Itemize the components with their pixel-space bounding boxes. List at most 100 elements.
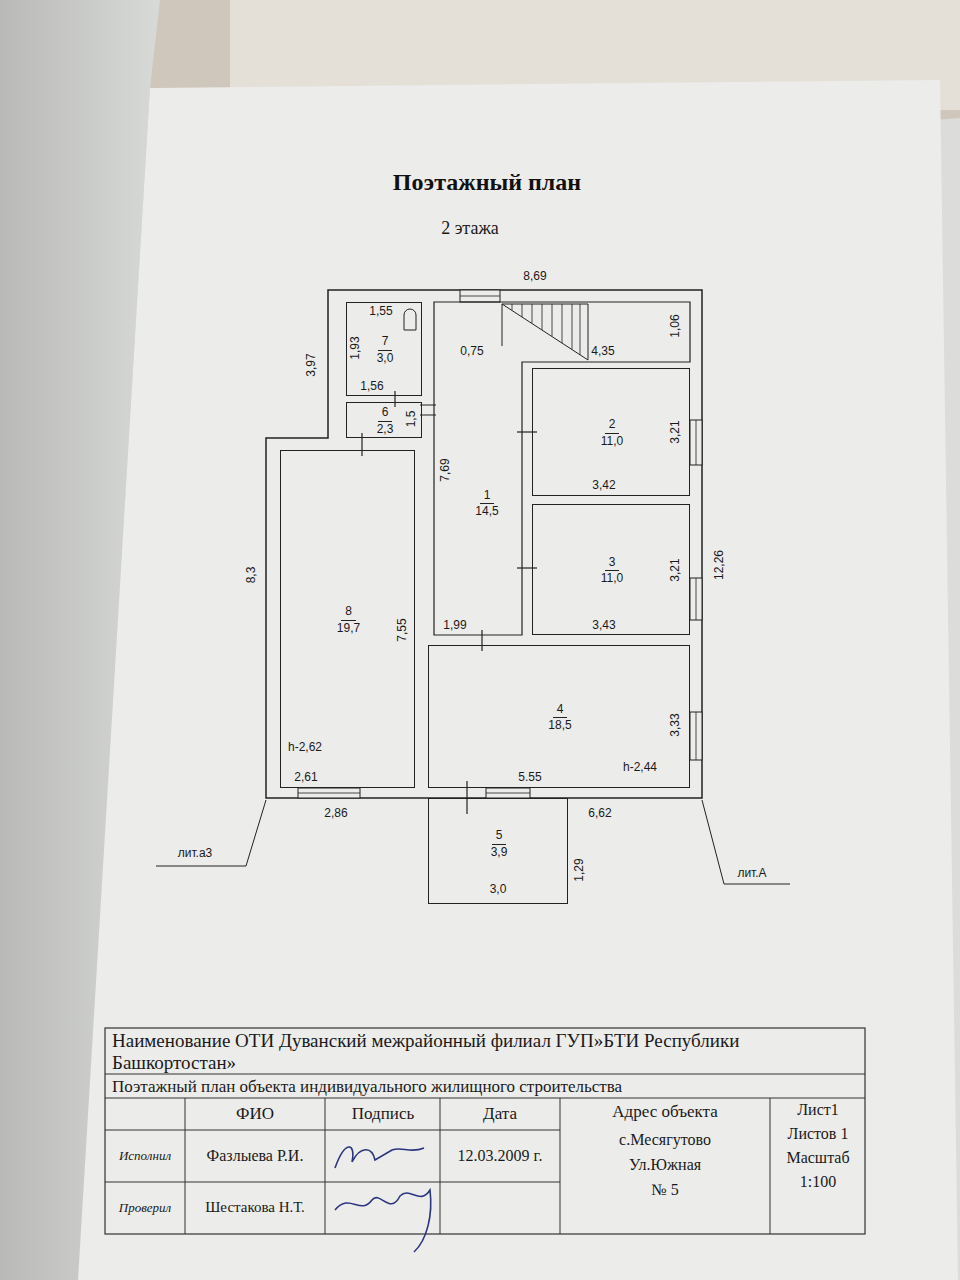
stamp-cell: Дата [483, 1104, 517, 1124]
window-symbol [460, 290, 500, 302]
stamp-cell: Масштаб [786, 1149, 849, 1167]
leader-line [702, 800, 790, 884]
door-mark [517, 567, 537, 568]
dimension-label: 3,43 [592, 619, 615, 633]
dimension-label: 1,55 [369, 305, 392, 319]
room-area: 11,0 [599, 571, 625, 585]
stamp-cell: Фазлыева Р.И. [207, 1147, 304, 1165]
stairs-edge [502, 304, 503, 346]
stamp-rule [185, 1098, 186, 1234]
window-pane [298, 793, 360, 794]
dimension-label: 7,69 [439, 458, 453, 481]
door-mark [517, 431, 537, 432]
dimension-label: 1,06 [669, 314, 683, 337]
stamp-cell: Лист1 [797, 1101, 839, 1119]
dimension-label: 3,0 [490, 883, 507, 897]
stamp-cell: Проверил [119, 1201, 171, 1216]
stamp-cell: Наименование ОТИ Дуванский межрайонный ф… [112, 1030, 752, 1074]
room-number: 8 [341, 605, 356, 620]
stamp-cell: ФИО [236, 1104, 274, 1124]
stamp-rule [325, 1098, 326, 1234]
stamp-rule [105, 1098, 865, 1099]
window-pane [696, 712, 697, 760]
room-box: 311,0 [532, 504, 690, 635]
toilet-symbol [404, 309, 416, 330]
stamp-cell: Поэтажный план объекта индивидуального ж… [112, 1077, 622, 1097]
dimension-label: h-2,62 [288, 741, 322, 755]
dimension-label: 6,62 [588, 807, 611, 821]
house-outline [266, 290, 702, 798]
dimension-label: 0,75 [460, 345, 483, 359]
stamp-cell: 12.03.2009 г. [458, 1147, 543, 1165]
leader-line [156, 800, 266, 866]
dimension-label: 5.55 [518, 771, 541, 785]
dimension-label: 1,56 [360, 380, 383, 394]
room-number: 5 [492, 829, 507, 844]
window-pane [460, 296, 500, 297]
stamp-cell: № 5 [651, 1181, 678, 1199]
stamp-rule [105, 1074, 865, 1075]
room-area: 2,3 [375, 422, 396, 436]
stairs-hatch [512, 304, 580, 355]
room-box: 819,7 [280, 450, 415, 788]
room-number: 6 [378, 406, 393, 421]
window-pane [696, 420, 697, 465]
plan-title: Поэтажный план [393, 169, 581, 196]
stamp-cell: 1:100 [800, 1173, 836, 1191]
stamp-cell: Адрес объекта [612, 1102, 717, 1122]
signature [335, 1147, 424, 1168]
lit-label: лит.А [737, 867, 766, 881]
dimension-label: 4,35 [591, 345, 614, 359]
dimension-label: 12,26 [713, 550, 727, 580]
stamp-frame [105, 1028, 865, 1234]
dimension-label: 3,33 [669, 713, 683, 736]
stamp-rule [440, 1098, 441, 1234]
dimension-label: 3,21 [669, 558, 683, 581]
window-pane [486, 793, 530, 794]
room-number: 4 [553, 703, 568, 718]
dimension-label: 3,42 [592, 479, 615, 493]
room-area: 3,0 [375, 351, 396, 365]
door-mark [481, 630, 482, 651]
dimension-label: h-2,44 [623, 761, 657, 775]
stamp-rule [560, 1098, 561, 1234]
room-area: 18,5 [546, 718, 573, 732]
door-mark [361, 433, 362, 456]
stamp-cell: Шестакова Н.Т. [205, 1199, 305, 1216]
dimension-label: 8,69 [523, 270, 546, 284]
room-area: 3,9 [489, 845, 510, 859]
dimension-label: 3,21 [669, 420, 683, 443]
dimension-label: 2,86 [324, 807, 347, 821]
dimension-label: 3,97 [305, 353, 319, 376]
dimension-label: 1,5 [405, 411, 419, 428]
lit-label: лит.а3 [178, 847, 213, 861]
door-mark [394, 391, 395, 407]
paper-sheet [78, 80, 958, 1280]
stamp-rule [105, 1182, 560, 1183]
room-number: 3 [605, 556, 620, 571]
stamp-cell: Ул.Южная [629, 1156, 701, 1174]
room-number: 2 [605, 418, 620, 433]
room-area: 14,5 [473, 504, 500, 518]
dimension-label: 1,29 [573, 858, 587, 881]
room-number: 7 [378, 335, 393, 350]
signature [335, 1190, 431, 1252]
stamp-cell: Листов 1 [788, 1125, 849, 1143]
window-pane [696, 578, 697, 620]
window-symbol [486, 788, 530, 798]
stamp-rule [105, 1130, 560, 1131]
stamp-cell: с.Месягутово [619, 1131, 711, 1149]
window-symbol [690, 578, 702, 620]
stamp-cell: Исполнил [119, 1149, 171, 1164]
room-area: 19,7 [335, 621, 362, 635]
stamp-rule [770, 1098, 771, 1234]
stamp-cell: Подпись [352, 1104, 414, 1124]
room-number: 1 [480, 489, 495, 504]
subtitle: 2 этажа [441, 218, 499, 239]
room-outline [434, 302, 690, 635]
window-symbol [690, 420, 702, 465]
dimension-label: 8,3 [245, 567, 259, 584]
window-symbol [690, 712, 702, 760]
room-area: 11,0 [599, 434, 625, 448]
